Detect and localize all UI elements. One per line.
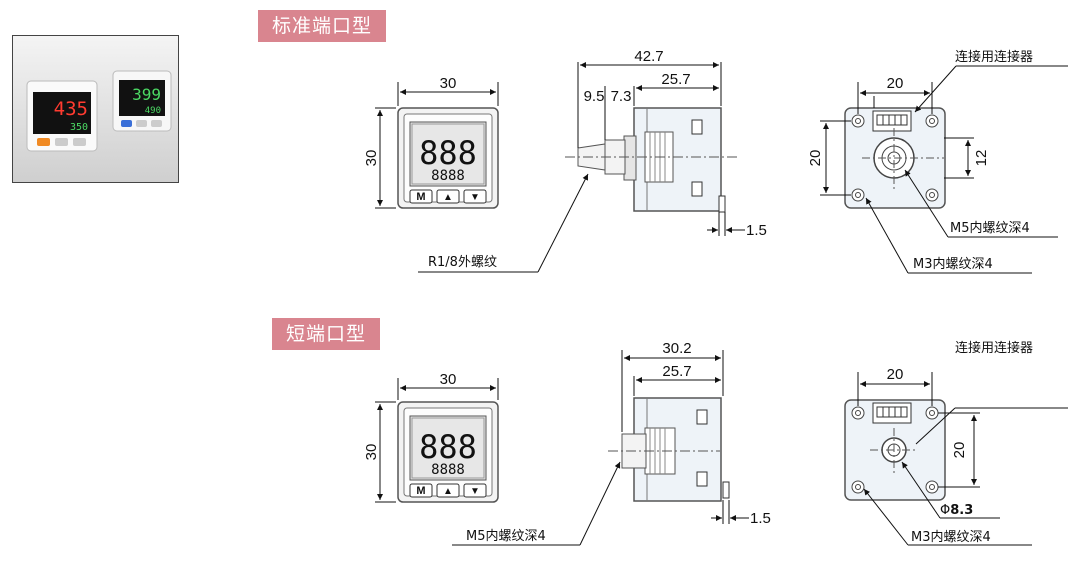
standard-side-view <box>565 107 738 213</box>
standard-rear-mount-label: M3内螺纹深4 <box>913 256 993 272</box>
short-up-button: ▲ <box>443 486 453 497</box>
photo-left-sub: 350 <box>70 122 88 133</box>
short-rear-port-label: Φ8.3 <box>940 503 973 518</box>
short-front-view: 888 8888 M ▲ ▼ <box>397 401 499 503</box>
standard-side-pin: 1.5 <box>746 222 767 239</box>
short-front-height: 30 <box>363 444 380 461</box>
standard-mode-button: M <box>416 191 425 203</box>
standard-rear-port-label: M5内螺纹深4 <box>950 220 1030 236</box>
short-sub-digits: 8888 <box>431 462 465 478</box>
standard-side-body: 25.7 <box>661 71 690 88</box>
photo-right-sub: 490 <box>145 106 161 116</box>
standard-side-total: 42.7 <box>634 48 663 65</box>
short-port-title: 短端口型 <box>272 318 381 350</box>
short-side-view <box>608 397 730 502</box>
standard-rear-offset: 12 <box>973 150 990 167</box>
short-rear-connector: 连接用连接器 <box>955 340 1033 356</box>
short-side-pin: 1.5 <box>750 510 771 527</box>
standard-rear-height: 20 <box>807 150 824 167</box>
standard-front-width: 30 <box>440 75 457 92</box>
product-photo: 399 490 435 350 <box>12 35 179 183</box>
short-mode-button: M <box>416 485 425 497</box>
short-rear-view <box>844 399 946 501</box>
standard-down-button: ▼ <box>470 192 480 203</box>
short-rear-height: 20 <box>951 442 968 459</box>
short-side-total: 30.2 <box>662 340 691 357</box>
short-thread-label: M5内螺纹深4 <box>466 528 546 544</box>
standard-rear-view <box>844 96 946 209</box>
standard-main-digits: 888 <box>419 134 477 172</box>
photo-right-main: 399 <box>132 85 161 104</box>
standard-up-button: ▲ <box>443 192 453 203</box>
photo-left-main: 435 <box>54 98 88 120</box>
short-main-digits: 888 <box>419 428 477 466</box>
short-rear-width: 20 <box>887 366 904 383</box>
standard-sub-digits: 8888 <box>431 168 465 184</box>
standard-front-height: 30 <box>363 150 380 167</box>
standard-thread-label: R1/8外螺纹 <box>428 255 497 270</box>
short-down-button: ▼ <box>470 486 480 497</box>
short-side-body: 25.7 <box>662 363 691 380</box>
short-front-width: 30 <box>440 371 457 388</box>
standard-front-view: 888 8888 M ▲ ▼ <box>397 107 499 209</box>
standard-rear-connector: 连接用连接器 <box>955 49 1033 65</box>
standard-side-port: 9.5 <box>584 88 605 105</box>
standard-rear-width: 20 <box>887 75 904 92</box>
short-rear-mount-label: M3内螺纹深4 <box>911 529 991 545</box>
standard-side-hex: 7.3 <box>611 88 632 105</box>
standard-port-title: 标准端口型 <box>258 10 387 42</box>
